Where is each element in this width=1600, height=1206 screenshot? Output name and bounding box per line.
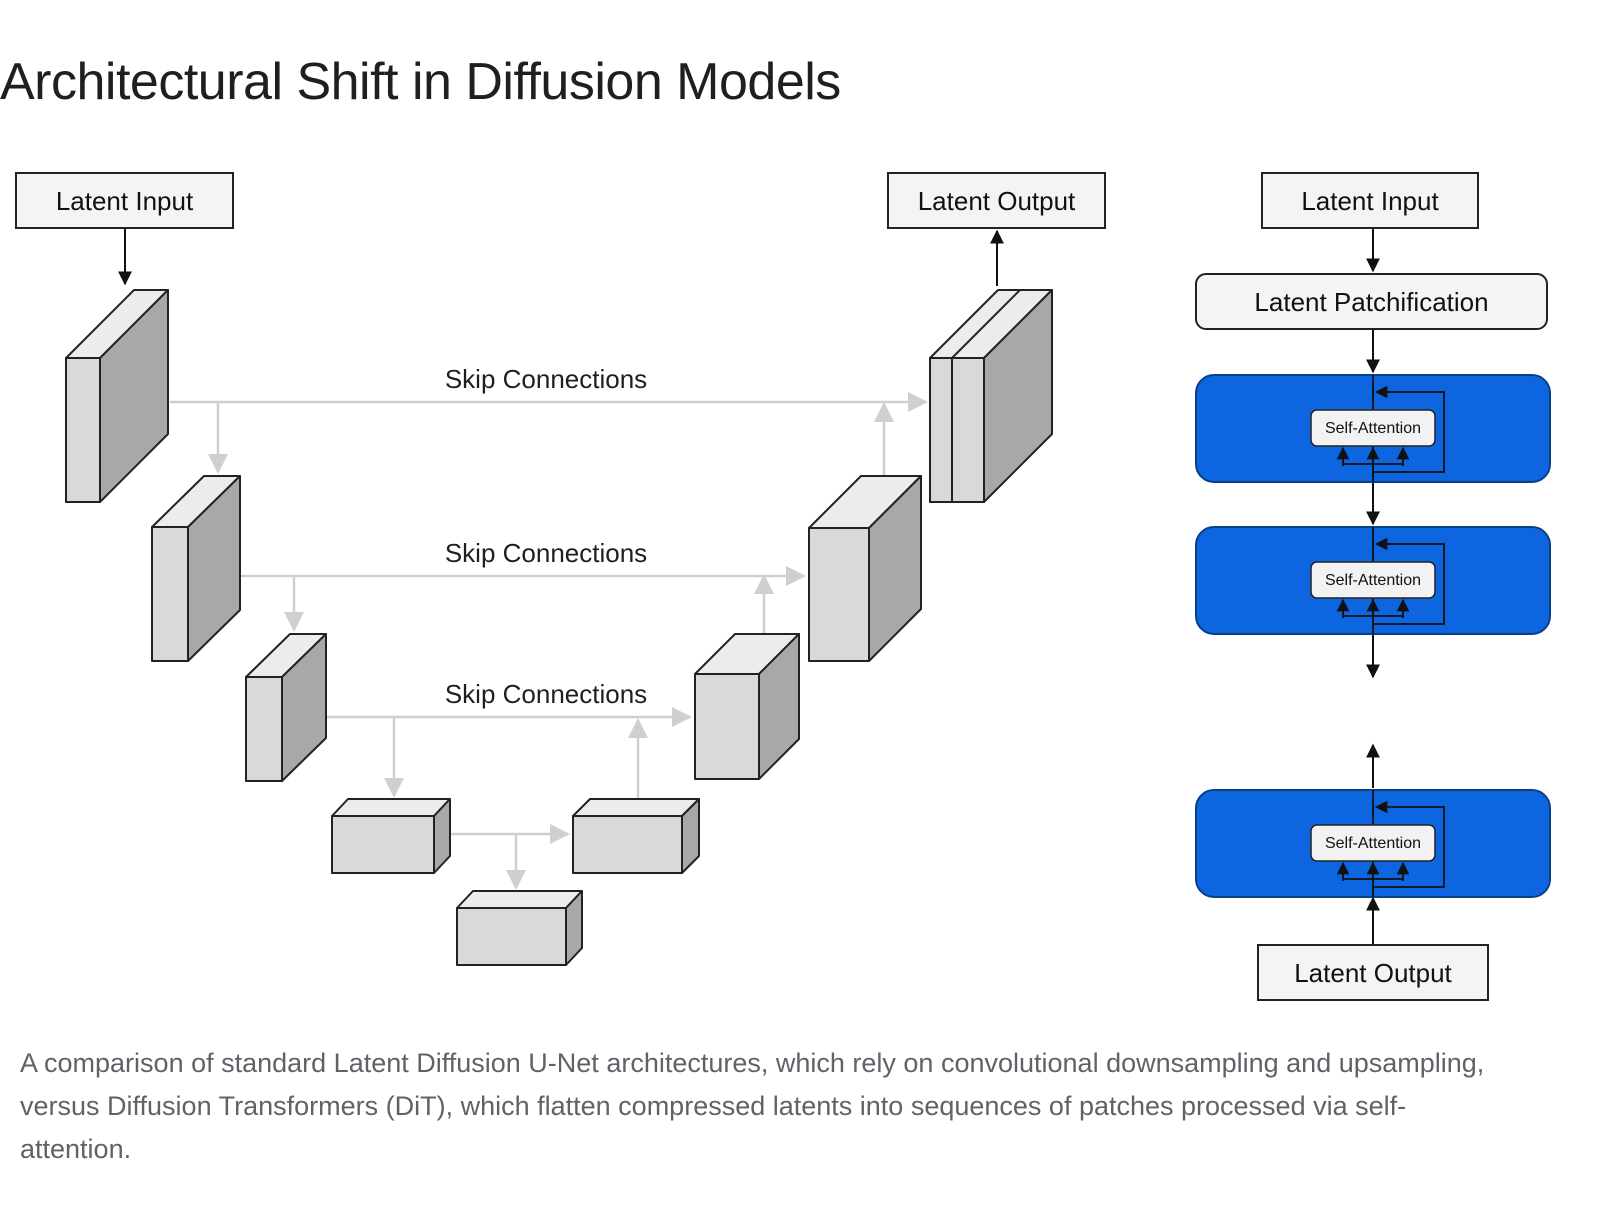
unet-input-label: Latent Input — [56, 186, 194, 216]
encoder-block-2 — [151, 475, 241, 662]
encoder-block-1 — [65, 289, 169, 503]
encoder-block-4 — [331, 798, 451, 874]
unet-diagram: Skip Connections Skip Connections Skip C… — [15, 172, 1106, 966]
transformer-block-1: Self-Attention — [1195, 374, 1551, 483]
patchify-label: Latent Patchification — [1254, 287, 1488, 317]
dit-output-label: Latent Output — [1294, 958, 1452, 988]
dit-diagram: Latent Input Latent Patchification Self-… — [1195, 172, 1551, 1001]
unet-output-box: Latent Output — [887, 172, 1106, 229]
decoder-block-2 — [694, 633, 800, 780]
skip-label-1: Skip Connections — [445, 364, 647, 394]
skip-label-2: Skip Connections — [445, 538, 647, 568]
self-attention-label-1: Self-Attention — [1325, 420, 1421, 437]
unet-connections — [170, 392, 928, 890]
decoder-block-1 — [572, 798, 700, 874]
figure-caption: A comparison of standard Latent Diffusio… — [20, 1048, 1485, 1164]
transformer-block-2: Self-Attention — [1195, 526, 1551, 635]
page-title: Architectural Shift in Diffusion Models — [0, 53, 841, 111]
decoder-block-4 — [929, 289, 1053, 503]
self-attention-label-2: Self-Attention — [1325, 572, 1421, 589]
architecture-diagram: Skip Connections Skip Connections Skip C… — [15, 172, 1551, 1001]
unet-output-label: Latent Output — [918, 186, 1076, 216]
skip-label-3: Skip Connections — [445, 679, 647, 709]
encoder-block-3 — [245, 633, 327, 782]
dit-input-label: Latent Input — [1301, 186, 1439, 216]
dit-input-box: Latent Input — [1261, 172, 1479, 229]
unet-input-box: Latent Input — [15, 172, 234, 229]
bottleneck-block — [456, 890, 583, 966]
decoder-block-3 — [808, 475, 922, 662]
transformer-block-3: Self-Attention — [1195, 789, 1551, 898]
self-attention-label-3: Self-Attention — [1325, 835, 1421, 852]
dit-output-box: Latent Output — [1257, 944, 1489, 1001]
patchify-box: Latent Patchification — [1195, 273, 1548, 330]
